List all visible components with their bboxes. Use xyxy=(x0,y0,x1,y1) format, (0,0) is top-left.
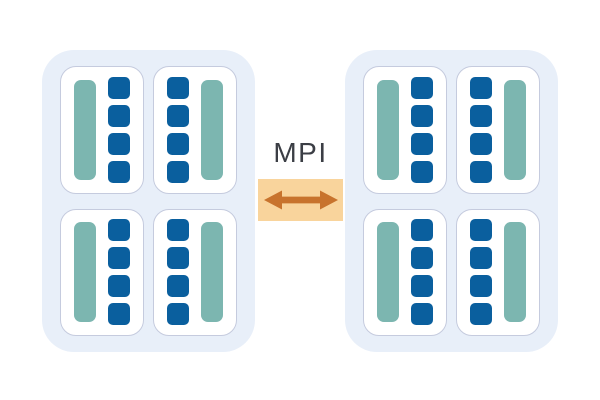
core-square xyxy=(108,219,131,242)
core-square xyxy=(166,160,189,183)
mpi-connector: MPI xyxy=(258,139,343,221)
socket-1 xyxy=(363,66,447,194)
core-square xyxy=(411,303,434,326)
core-square xyxy=(108,247,131,270)
socket-1 xyxy=(60,66,144,194)
double-arrow-icon xyxy=(263,190,338,210)
core-column xyxy=(411,219,434,326)
processor-bar xyxy=(73,222,96,323)
socket-4 xyxy=(456,208,540,336)
core-square xyxy=(166,219,189,242)
core-square xyxy=(166,303,189,326)
core-square xyxy=(166,76,189,99)
core-square xyxy=(411,275,434,298)
processor-bar xyxy=(504,79,527,180)
core-square xyxy=(469,219,492,242)
compute-node-right xyxy=(345,50,558,352)
core-square xyxy=(469,303,492,326)
socket-4 xyxy=(153,208,237,336)
processor-bar xyxy=(376,222,399,323)
core-column xyxy=(469,219,492,326)
processor-bar xyxy=(73,79,96,180)
core-square xyxy=(166,247,189,270)
core-square xyxy=(469,275,492,298)
core-square xyxy=(108,104,131,127)
core-square xyxy=(411,104,434,127)
processor-bar xyxy=(201,222,224,323)
core-square xyxy=(411,219,434,242)
core-column xyxy=(469,76,492,183)
core-square xyxy=(411,247,434,270)
socket-3 xyxy=(60,208,144,336)
core-square xyxy=(411,160,434,183)
core-column xyxy=(166,76,189,183)
core-square xyxy=(108,160,131,183)
compute-node-left xyxy=(42,50,255,352)
mpi-link-box xyxy=(258,179,343,221)
socket-2 xyxy=(456,66,540,194)
processor-bar xyxy=(504,222,527,323)
core-square xyxy=(469,76,492,99)
core-square xyxy=(411,76,434,99)
core-square xyxy=(469,160,492,183)
core-column xyxy=(166,219,189,326)
core-column xyxy=(108,76,131,183)
core-square xyxy=(166,132,189,155)
mpi-label: MPI xyxy=(273,137,328,168)
core-square xyxy=(469,247,492,270)
socket-3 xyxy=(363,208,447,336)
core-square xyxy=(108,132,131,155)
core-square xyxy=(108,275,131,298)
core-column xyxy=(411,76,434,183)
core-square xyxy=(108,76,131,99)
core-column xyxy=(108,219,131,326)
core-square xyxy=(469,132,492,155)
core-square xyxy=(469,104,492,127)
processor-bar xyxy=(201,79,224,180)
core-square xyxy=(411,132,434,155)
core-square xyxy=(166,104,189,127)
core-square xyxy=(166,275,189,298)
core-square xyxy=(108,303,131,326)
socket-2 xyxy=(153,66,237,194)
processor-bar xyxy=(376,79,399,180)
